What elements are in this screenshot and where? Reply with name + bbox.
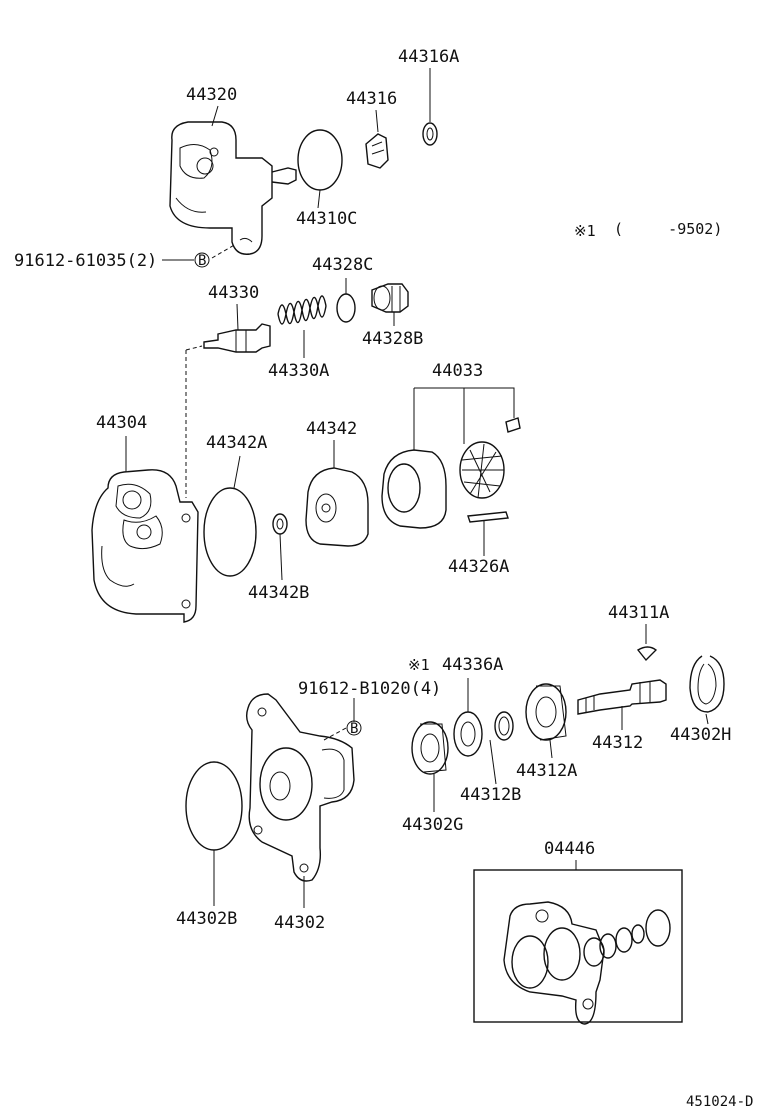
part-44033-rotor: [459, 441, 505, 499]
bolt-marker-b-lower: [346, 720, 362, 736]
label-44320: 44320: [186, 85, 237, 105]
label-44304: 44304: [96, 413, 147, 433]
label-44326A: 44326A: [448, 557, 509, 577]
note-marker-44336A: ※1: [408, 656, 430, 674]
part-44342-plate: [305, 467, 369, 547]
part-44328C-oring: [336, 293, 356, 323]
part-44310C-oring: [297, 129, 343, 191]
part-44312B-snap-ring: [494, 711, 514, 741]
label-44342B: 44342B: [248, 583, 309, 603]
leader-44342B: [279, 533, 283, 581]
label-44328B: 44328B: [362, 329, 423, 349]
part-44033-cam-ring: [381, 449, 447, 529]
leader-bolt-61035: [211, 243, 237, 259]
part-44312-shaft: [577, 679, 667, 715]
note-range: ( -9502): [614, 220, 722, 238]
leader-44033-bracket: [413, 387, 515, 450]
label-91612-61035: 91612-61035(2): [14, 251, 157, 271]
leader-44302H: [705, 713, 709, 725]
part-44316A-ring: [422, 122, 438, 146]
part-44316-fitting: [365, 133, 389, 169]
part-44302B-gasket: [185, 761, 243, 851]
part-44302-cover: [245, 693, 355, 882]
bolt-marker-b-top-text: B: [198, 253, 206, 269]
leader-44310C: [317, 189, 321, 209]
label-44302G: 44302G: [402, 815, 463, 835]
label-44302B: 44302B: [176, 909, 237, 929]
label-44316: 44316: [346, 89, 397, 109]
leader-44342A: [233, 455, 241, 489]
label-44316A: 44316A: [398, 47, 459, 67]
label-44342: 44342: [306, 419, 357, 439]
label-44312B: 44312B: [460, 785, 521, 805]
part-44033-vane: [505, 417, 521, 433]
part-44312A-bearing: [525, 683, 567, 741]
part-44316A-ring-inner: [426, 127, 434, 141]
part-44304-body: [91, 469, 199, 623]
part-44328B-plug: [371, 283, 409, 313]
part-44342B-pin-inner: [276, 518, 284, 530]
part-44330A-spring: [277, 295, 327, 325]
part-44302H-snap-ring: [689, 655, 725, 713]
part-44330-valve: [203, 323, 271, 353]
label-44033: 44033: [432, 361, 483, 381]
part-44326A-pin: [467, 511, 509, 523]
label-04446: 04446: [544, 839, 595, 859]
note-symbol: ※1: [574, 222, 596, 240]
leader-bolt-b1020: [323, 727, 347, 741]
label-44342A: 44342A: [206, 433, 267, 453]
label-44302H: 44302H: [670, 725, 731, 745]
leader-44312B: [489, 739, 497, 785]
part-44342B-pin: [272, 513, 288, 535]
label-91612-B1020: 91612-B1020(4): [298, 679, 441, 699]
label-44336A: 44336A: [442, 655, 503, 675]
part-44311A-key: [636, 646, 658, 662]
label-44312A: 44312A: [516, 761, 577, 781]
leader-44330: [236, 303, 239, 331]
bolt-marker-b-top: [194, 252, 210, 268]
label-44310C: 44310C: [296, 209, 357, 229]
label-44311A: 44311A: [608, 603, 669, 623]
leader-44320: [211, 105, 219, 127]
part-44336A-seal: [453, 711, 483, 757]
leader-44312A: [549, 739, 553, 759]
label-44328C: 44328C: [312, 255, 373, 275]
label-44330A: 44330A: [268, 361, 329, 381]
part-44302G-bearing: [411, 721, 449, 775]
part-44320-housing: [169, 121, 297, 255]
label-44330: 44330: [208, 283, 259, 303]
bolt-marker-b-lower-text: B: [350, 721, 358, 737]
label-44302: 44302: [274, 913, 325, 933]
diagram-code: 451024-D: [686, 1094, 753, 1110]
label-44312: 44312: [592, 733, 643, 753]
leader-valve-dashed: [185, 345, 203, 498]
leader-44316: [375, 109, 379, 133]
kit-04446-parts: [503, 901, 671, 1025]
kit-04446-box: [473, 869, 683, 1023]
part-44342A-gasket: [203, 487, 257, 577]
